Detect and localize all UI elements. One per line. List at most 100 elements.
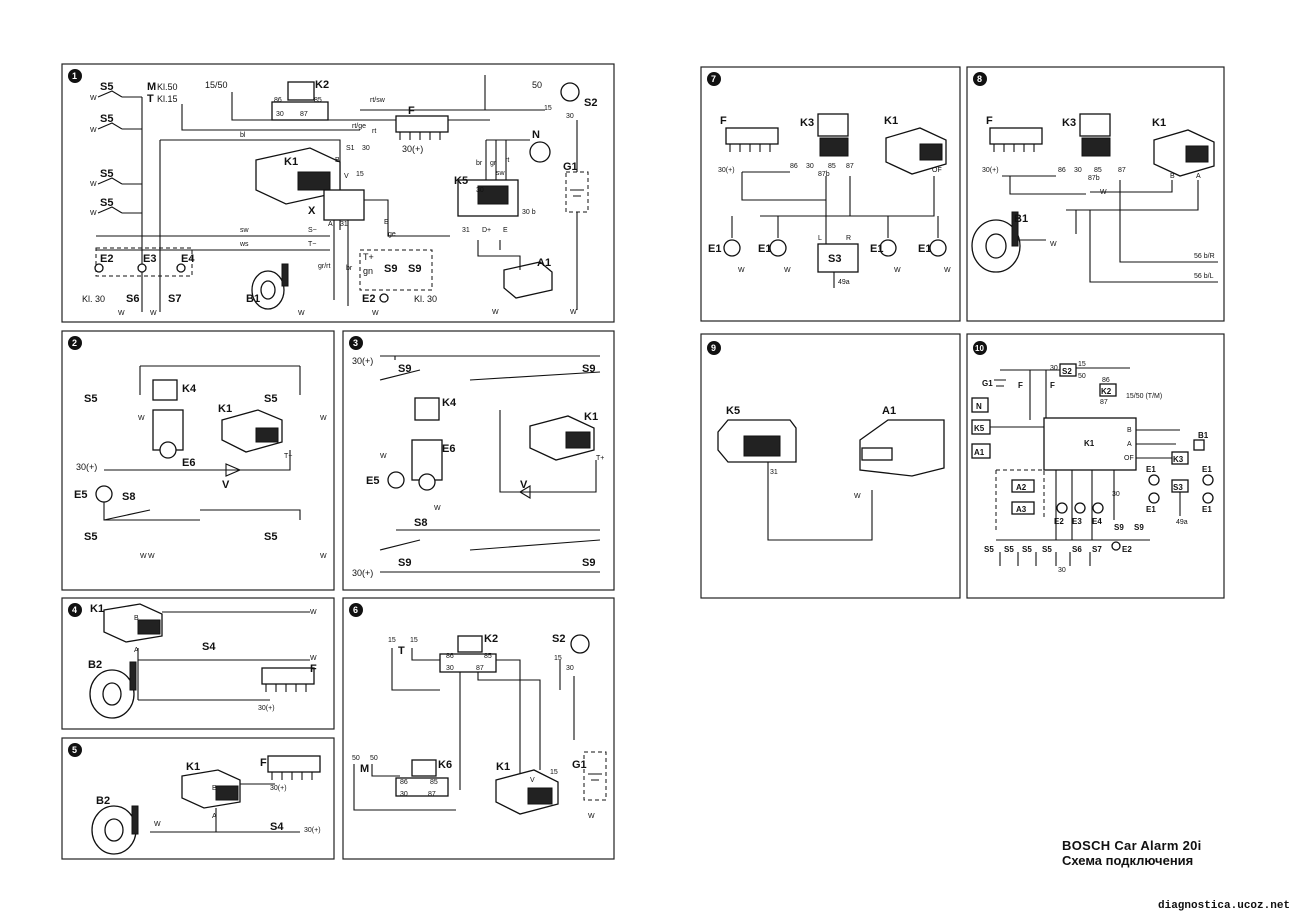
svg-text:E6: E6 — [442, 443, 455, 455]
svg-text:S5: S5 — [1004, 545, 1014, 554]
svg-text:7: 7 — [711, 74, 716, 84]
relay-k2-p10: K2 15/50 (T/M) 86 87 — [1099, 377, 1162, 406]
svg-text:87: 87 — [846, 163, 854, 170]
svg-text:S3: S3 — [828, 253, 841, 265]
fuse-block-f-p5: F 30(+) — [260, 755, 321, 792]
svg-text:50: 50 — [352, 755, 360, 762]
svg-text:OF: OF — [932, 167, 942, 174]
svg-text:87: 87 — [1100, 399, 1108, 406]
svg-text:M: M — [360, 763, 369, 775]
svg-text:W: W — [148, 553, 155, 560]
svg-text:S5: S5 — [100, 168, 113, 180]
svg-text:87: 87 — [428, 791, 436, 798]
svg-text:86: 86 — [446, 653, 454, 660]
control-unit-k1-p6: K1 V 15 — [495, 761, 559, 815]
svg-text:W: W — [380, 453, 387, 460]
svg-text:W: W — [150, 310, 157, 317]
relay-k2: K2 86 85 30 87 — [271, 79, 329, 121]
svg-text:30(+): 30(+) — [258, 705, 275, 712]
svg-text:A: A — [1196, 173, 1201, 180]
svg-text:V: V — [222, 479, 230, 491]
svg-text:9: 9 — [711, 343, 716, 353]
fuse-block-f: F 30(+) — [395, 105, 449, 154]
svg-text:W: W — [944, 267, 951, 274]
relay-k6: K6 86 85 30 87 — [395, 759, 452, 798]
svg-text:30: 30 — [566, 113, 574, 120]
svg-text:B1: B1 — [1198, 431, 1209, 440]
svg-text:S9: S9 — [398, 363, 411, 375]
svg-text:W: W — [588, 813, 595, 820]
svg-text:E4: E4 — [181, 253, 195, 265]
svg-text:F: F — [310, 663, 317, 675]
svg-text:K2: K2 — [1101, 387, 1112, 396]
svg-text:W: W — [854, 493, 861, 500]
svg-text:30: 30 — [1112, 491, 1120, 498]
ignition-switch-s2-p6: S2 15 30 — [552, 633, 590, 672]
svg-text:31: 31 — [340, 221, 348, 228]
svg-text:W: W — [298, 310, 305, 317]
svg-text:A1: A1 — [974, 448, 985, 457]
svg-text:6: 6 — [353, 605, 358, 615]
svg-text:5: 5 — [72, 745, 77, 755]
panel-7: 7 F 30(+) K3 86 30 85 87b 87 K1 OF — [700, 66, 961, 322]
panel-9: 9 K5 31 A1 W — [700, 333, 961, 599]
svg-text:Kl. 30: Kl. 30 — [414, 294, 437, 304]
svg-text:E: E — [384, 219, 389, 226]
svg-text:F: F — [1050, 381, 1055, 390]
svg-text:F: F — [720, 115, 727, 127]
horn-b2-p5: B2 W — [91, 795, 161, 855]
svg-text:30: 30 — [476, 187, 484, 194]
svg-text:B: B — [1170, 173, 1175, 180]
panel-3: 3 30(+) S9 S9 K4 E6 E5 K1 T+ V S8 S9 S9 … — [342, 330, 615, 591]
svg-text:15: 15 — [410, 637, 418, 644]
svg-text:E1: E1 — [1146, 465, 1156, 474]
fuse-block-f-p7: F 30(+) — [718, 115, 779, 174]
boxes-a2-a3-p10: A2 A3 — [1011, 479, 1035, 515]
svg-text:S9: S9 — [582, 363, 595, 375]
svg-text:E: E — [503, 227, 508, 234]
ignition-switch-s2-p10: S2 30 15 50 — [1050, 361, 1086, 380]
svg-text:S4: S4 — [270, 821, 284, 833]
svg-text:K3: K3 — [800, 117, 814, 129]
panel-4: 4 K1 B A W W S4 B2 F 30(+) — [61, 597, 335, 730]
svg-text:bl: bl — [240, 132, 246, 139]
svg-text:30: 30 — [276, 111, 284, 118]
lamps-e2-e4: E2 E3 E4 S6 S7 Kl. 30 W W — [82, 247, 195, 317]
svg-text:S9: S9 — [384, 263, 397, 275]
svg-text:G1: G1 — [563, 161, 578, 173]
panel-number: 1 — [72, 71, 77, 81]
svg-text:K3: K3 — [1173, 455, 1184, 464]
svg-text:K1: K1 — [90, 603, 104, 615]
svg-text:30: 30 — [1050, 365, 1058, 372]
panel-8: 8 F 30(+) K3 86 30 85 87b 87 W K1 B A — [966, 66, 1225, 322]
svg-text:sw: sw — [240, 227, 250, 234]
site-watermark: diagnostica.ucoz.net — [1158, 900, 1291, 912]
svg-text:50: 50 — [370, 755, 378, 762]
svg-text:Kl. 30: Kl. 30 — [82, 294, 105, 304]
svg-text:K5: K5 — [974, 424, 985, 433]
svg-text:30(+): 30(+) — [304, 827, 321, 834]
svg-text:W: W — [90, 95, 97, 102]
svg-text:K4: K4 — [182, 383, 197, 395]
svg-text:30: 30 — [1058, 567, 1066, 574]
svg-text:E2: E2 — [100, 253, 113, 265]
svg-text:R: R — [846, 235, 851, 242]
connector-x: X S1 B V 30 15 A 31 E — [308, 145, 450, 306]
svg-text:S9: S9 — [1114, 523, 1124, 532]
svg-text:31: 31 — [462, 227, 470, 234]
control-unit-k1-p10: K1 B A OF — [1043, 417, 1137, 471]
svg-text:B1: B1 — [1014, 213, 1028, 225]
control-unit-k1-p5: K1 B A — [181, 761, 241, 820]
svg-text:ge: ge — [388, 231, 396, 238]
svg-text:W: W — [492, 309, 499, 316]
svg-text:W: W — [434, 505, 441, 512]
svg-text:B: B — [134, 615, 139, 622]
svg-text:E3: E3 — [143, 253, 156, 265]
svg-text:86: 86 — [790, 163, 798, 170]
svg-text:W: W — [570, 309, 577, 316]
svg-text:E5: E5 — [74, 489, 87, 501]
svg-text:30(+): 30(+) — [982, 167, 999, 174]
svg-text:S9: S9 — [398, 557, 411, 569]
svg-text:rt/sw: rt/sw — [370, 97, 386, 104]
